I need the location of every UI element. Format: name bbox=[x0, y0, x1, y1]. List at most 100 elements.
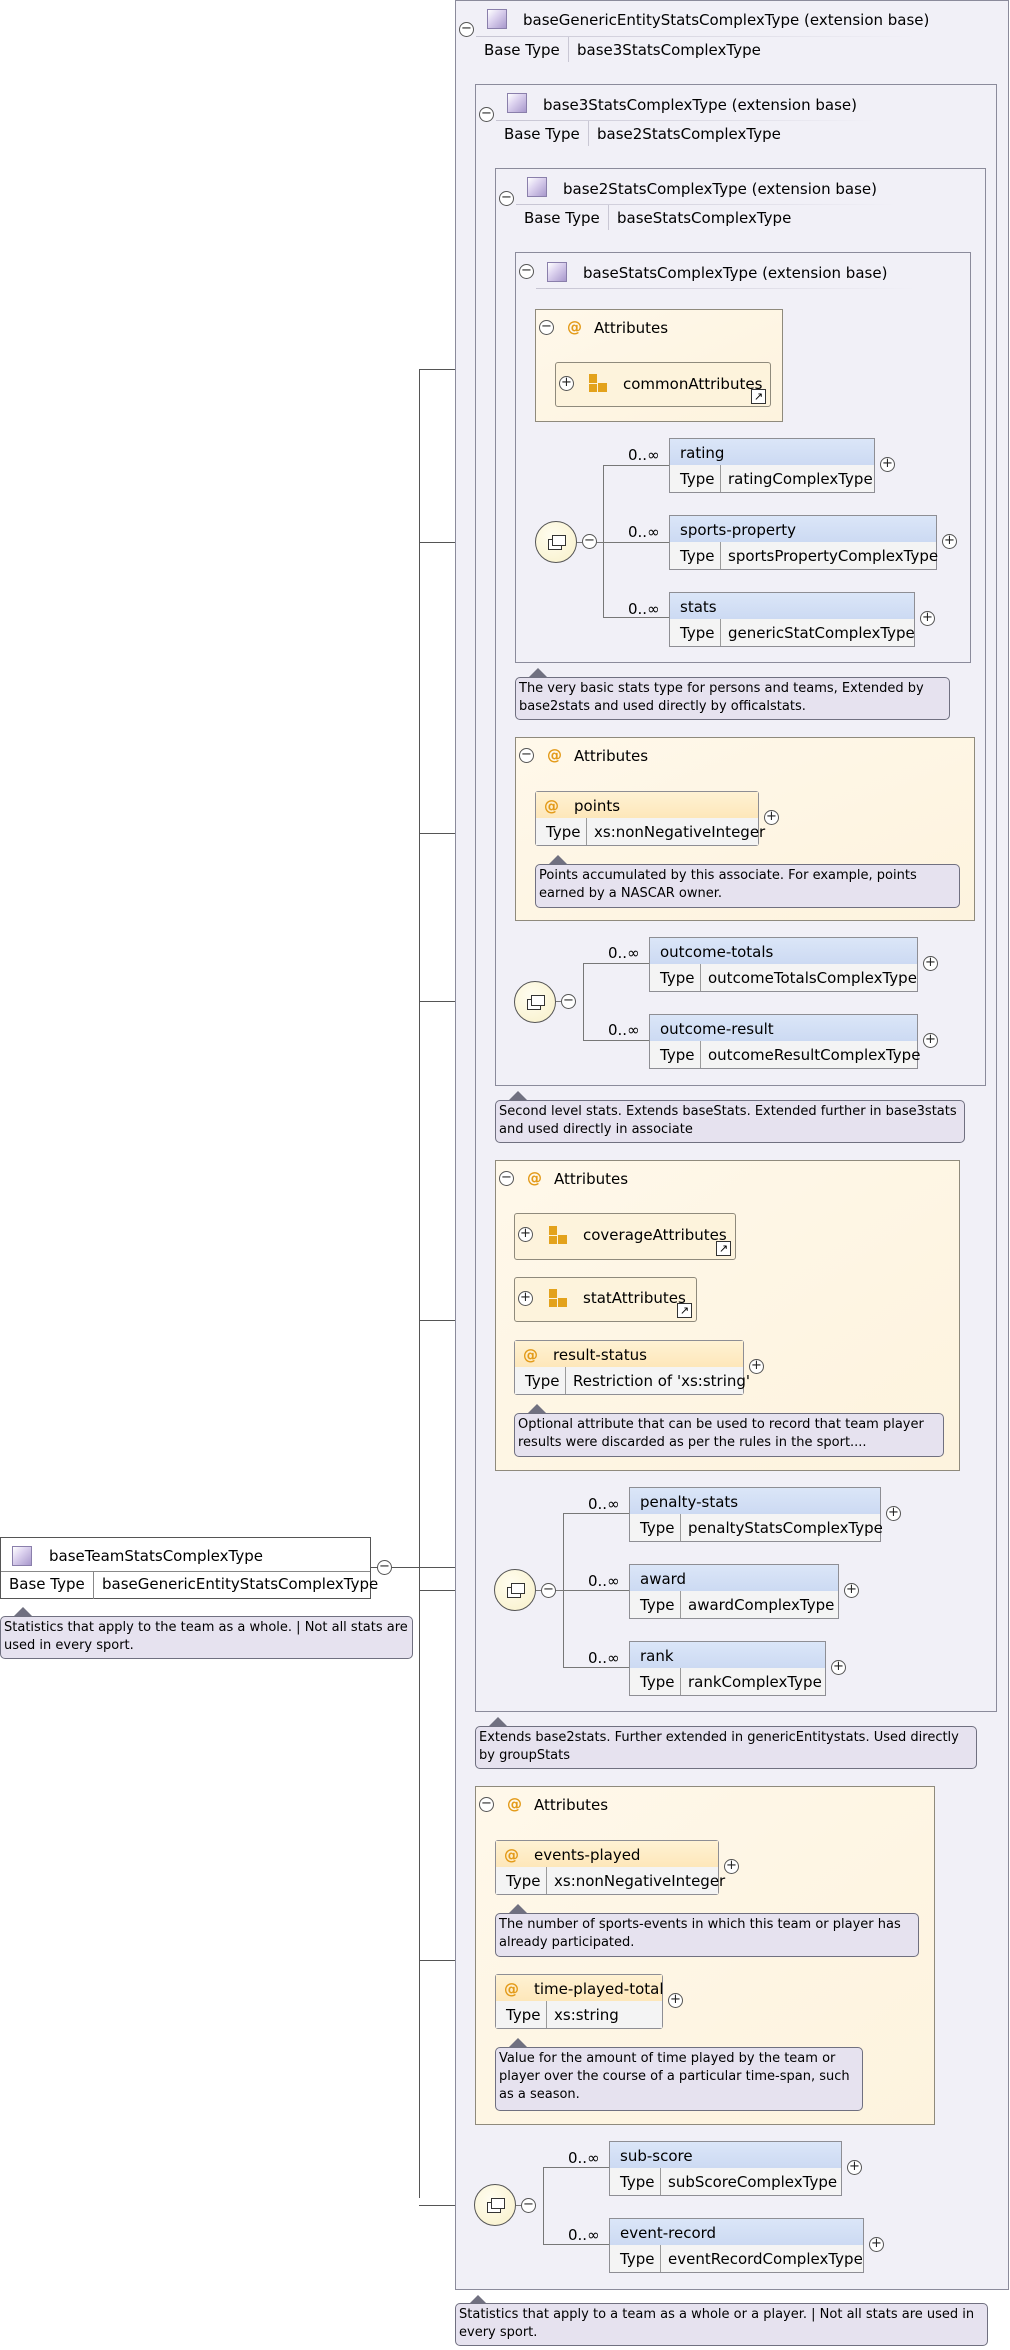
expand-icon[interactable]: + bbox=[518, 1227, 533, 1242]
expand-icon[interactable]: + bbox=[880, 457, 895, 472]
attribute-group-stat-attributes[interactable] bbox=[514, 1277, 697, 1322]
attribute-at-icon: @ bbox=[527, 1169, 542, 1187]
divider bbox=[608, 205, 609, 230]
expand-icon[interactable]: + bbox=[942, 534, 957, 549]
sequence-compositor-icon[interactable] bbox=[474, 2184, 516, 2226]
collapse-icon[interactable]: − bbox=[519, 264, 534, 279]
expand-icon[interactable]: + bbox=[831, 1660, 846, 1675]
collapse-icon[interactable]: − bbox=[521, 2198, 536, 2213]
type-value: xs:string bbox=[554, 2006, 619, 2024]
connector-line bbox=[583, 963, 650, 964]
collapse-icon[interactable]: − bbox=[519, 748, 534, 763]
type-value: eventRecordComplexType bbox=[668, 2250, 863, 2268]
expand-icon[interactable]: + bbox=[923, 1033, 938, 1048]
type-label: Type bbox=[546, 823, 581, 841]
type-label: Type bbox=[506, 2006, 541, 2024]
base-type-value: baseGenericEntityStatsComplexType bbox=[102, 1575, 379, 1593]
reference-arrow-icon: ↗ bbox=[716, 1241, 731, 1256]
connector-line bbox=[543, 2167, 610, 2168]
reference-arrow-icon: ↗ bbox=[677, 1303, 692, 1318]
root-type-box[interactable]: baseTeamStatsComplexType Base Type baseG… bbox=[0, 1537, 378, 1599]
attribute-group-name: coverageAttributes bbox=[583, 1226, 727, 1244]
type-label: Type bbox=[640, 1519, 675, 1537]
occurrence-label: 0..∞ bbox=[568, 2226, 600, 2244]
root-type-name: baseTeamStatsComplexType bbox=[49, 1547, 263, 1565]
sequence-branch-line bbox=[603, 465, 604, 617]
connector-line bbox=[603, 465, 670, 466]
element-name: outcome-totals bbox=[660, 943, 774, 961]
expand-icon[interactable]: + bbox=[724, 1859, 739, 1874]
element-name: sub-score bbox=[620, 2147, 693, 2165]
type-value: rankComplexType bbox=[688, 1673, 822, 1691]
occurrence-label: 0..∞ bbox=[628, 523, 660, 541]
expand-icon[interactable]: + bbox=[869, 2237, 884, 2252]
expand-icon[interactable]: + bbox=[518, 1291, 533, 1306]
occurrence-label: 0..∞ bbox=[608, 944, 640, 962]
expand-icon[interactable]: + bbox=[764, 810, 779, 825]
expand-icon[interactable]: + bbox=[886, 1506, 901, 1521]
base-type-label: Base Type bbox=[9, 1575, 85, 1593]
sequence-icon bbox=[526, 993, 545, 1011]
connector-line bbox=[543, 2244, 610, 2245]
attribute-at-icon: @ bbox=[507, 1795, 522, 1813]
ext4-annotation: The very basic stats type for persons an… bbox=[515, 677, 950, 720]
expand-icon[interactable]: + bbox=[844, 1583, 859, 1598]
type-value: genericStatComplexType bbox=[728, 624, 915, 642]
collapse-icon[interactable]: − bbox=[499, 191, 514, 206]
collapse-icon[interactable]: − bbox=[499, 1171, 514, 1186]
collapse-icon[interactable]: − bbox=[459, 22, 474, 37]
annotation-pointer bbox=[549, 855, 567, 864]
collapse-icon[interactable]: − bbox=[561, 994, 576, 1009]
attribute-name: result-status bbox=[553, 1346, 647, 1364]
expand-icon[interactable]: + bbox=[749, 1359, 764, 1374]
expand-icon[interactable]: + bbox=[923, 956, 938, 971]
root-annotation: Statistics that apply to the team as a w… bbox=[0, 1616, 413, 1659]
expand-icon[interactable]: + bbox=[559, 376, 574, 391]
annotation-pointer bbox=[509, 1904, 527, 1913]
base-type-value: base2StatsComplexType bbox=[597, 125, 781, 143]
collapse-icon[interactable]: − bbox=[541, 1583, 556, 1598]
attribute-name: points bbox=[574, 797, 621, 815]
type-label: Type bbox=[660, 1046, 695, 1064]
divider bbox=[476, 36, 916, 37]
attribute-group-name: commonAttributes bbox=[623, 375, 763, 393]
occurrence-label: 0..∞ bbox=[588, 1495, 620, 1513]
occurrence-label: 0..∞ bbox=[628, 446, 660, 464]
collapse-icon[interactable]: − bbox=[539, 320, 554, 335]
annotation-pointer bbox=[14, 1607, 32, 1616]
attribute-at-icon: @ bbox=[504, 1980, 519, 1998]
occurrence-label: 0..∞ bbox=[608, 1021, 640, 1039]
divider bbox=[93, 1572, 94, 1599]
expand-icon[interactable]: + bbox=[847, 2160, 862, 2175]
type-value: Restriction of 'xs:string' bbox=[573, 1372, 751, 1390]
collapse-icon[interactable]: − bbox=[479, 1797, 494, 1812]
type-label: Type bbox=[620, 2250, 655, 2268]
occurrence-label: 0..∞ bbox=[628, 600, 660, 618]
attribute-at-icon: @ bbox=[547, 746, 562, 764]
collapse-icon[interactable]: − bbox=[479, 107, 494, 122]
collapse-icon[interactable]: − bbox=[377, 1560, 392, 1575]
sequence-icon bbox=[486, 2196, 505, 2214]
element-name: award bbox=[640, 1570, 687, 1588]
attribute-group-name: statAttributes bbox=[583, 1289, 686, 1307]
expand-icon[interactable]: + bbox=[668, 1993, 683, 2008]
sequence-branch-line bbox=[583, 963, 584, 1040]
connector-line bbox=[583, 1040, 650, 1041]
element-name: stats bbox=[680, 598, 717, 616]
expand-icon[interactable]: + bbox=[920, 611, 935, 626]
collapse-icon[interactable]: − bbox=[582, 534, 597, 549]
